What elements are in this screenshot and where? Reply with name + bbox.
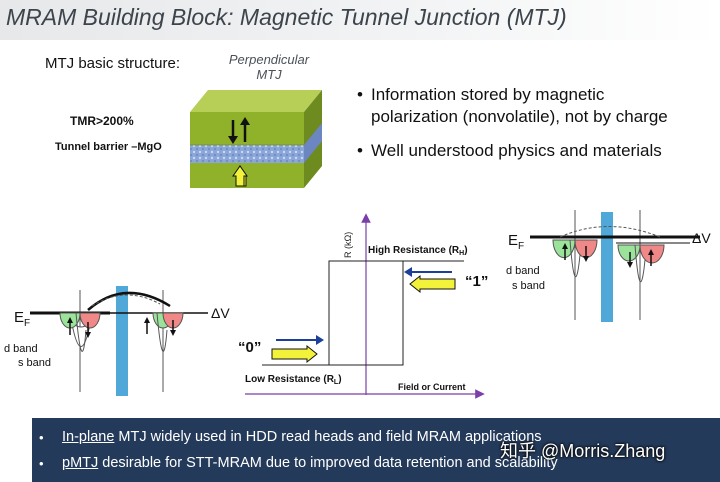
s-band-right: s band (512, 280, 545, 292)
high-resistance-label: High Resistance (RH) (368, 245, 468, 257)
bullet-line: Information stored by magnetic (371, 85, 605, 104)
perpendicular-line1: Perpendicular (228, 52, 310, 67)
fixed-layer-arrow (232, 165, 248, 187)
fermi-level-left: EF (14, 309, 30, 329)
page-title: MRAM Building Block: Magnetic Tunnel Jun… (6, 4, 567, 30)
d-band-left: d band (4, 343, 38, 355)
bottom-bullet-bar: • In-plane MTJ widely used in HDD read h… (32, 418, 720, 482)
bullet-item: Well understood physics and materials (357, 140, 668, 162)
state-one-label: “1” (465, 273, 488, 290)
bullet-item: Information stored by magnetic polarizat… (357, 84, 668, 128)
y-axis-label: R (kΩ) (343, 232, 353, 258)
low-resistance-label: Low Resistance (RL) (245, 374, 342, 386)
tmr-label: TMR>200% (70, 114, 134, 128)
bottom-bullet-2: pMTJ desirable for STT-MRAM due to impro… (62, 455, 558, 471)
delta-v-left: ΔV (211, 305, 230, 321)
delta-v-right: ΔV (692, 230, 711, 246)
mtj-block-graphic (190, 90, 322, 188)
bullet-line: polarization (nonvolatile), not by charg… (371, 107, 668, 126)
d-band-right: d band (506, 265, 540, 277)
perpendicular-mtj-label: Perpendicular MTJ (214, 52, 324, 82)
watermark: 知乎 @Morris.Zhang (500, 441, 666, 461)
top-bullets: Information stored by magnetic polarizat… (357, 84, 668, 162)
band-diagram-right (530, 210, 700, 322)
band-diagram-left (30, 286, 208, 396)
s-band-left: s band (18, 357, 51, 369)
mtj-structure-label: MTJ basic structure: (45, 55, 181, 72)
state-zero-label: “0” (238, 339, 261, 356)
perpendicular-line2: MTJ (256, 67, 282, 82)
tunnel-barrier-label: Tunnel barrier –MgO (55, 141, 162, 153)
in-plane-link: In-plane (62, 429, 115, 445)
x-axis-label: Field or Current (398, 382, 466, 392)
bottom-bullet-1: In-plane MTJ widely used in HDD read hea… (62, 429, 542, 445)
fermi-level-right: EF (508, 232, 524, 252)
title-bar (0, 0, 720, 40)
pmtj-link: pMTJ (62, 455, 99, 471)
resistance-graph (245, 213, 485, 399)
